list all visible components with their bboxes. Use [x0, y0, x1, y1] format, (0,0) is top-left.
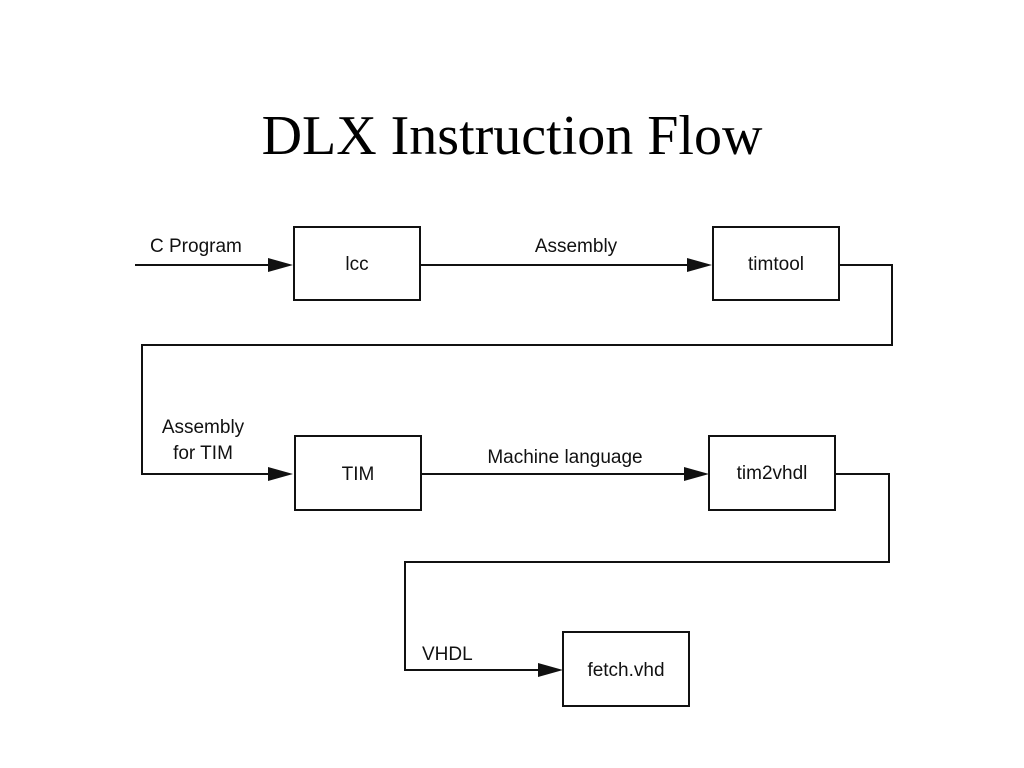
- assembly-label: Assembly: [535, 236, 618, 257]
- fetch-vhd-box: [562, 631, 690, 707]
- machine-language-label: Machine language: [487, 447, 642, 468]
- vhdl-arrowhead: [538, 663, 563, 677]
- tim2vhdl-box: [708, 435, 836, 511]
- slide-title: DLX Instruction Flow: [261, 105, 763, 167]
- tim-label: TIM: [342, 464, 375, 485]
- vhdl-label: VHDL: [422, 644, 473, 665]
- c-program-arrowhead: [268, 258, 293, 272]
- tim2vhdl-to-fetch-connector: [404, 473, 890, 671]
- assembly-for-tim-arrowhead: [268, 467, 293, 481]
- lcc-label: lcc: [345, 254, 368, 275]
- assembly-for-tim-label-line1: Assembly: [162, 417, 245, 438]
- timtool-box: [712, 226, 840, 301]
- fetch-vhd-label: fetch.vhd: [587, 660, 664, 681]
- machine-language-arrowhead: [684, 467, 709, 481]
- assembly-for-tim-label-line2: for TIM: [173, 443, 233, 464]
- assembly-arrowhead: [687, 258, 712, 272]
- lcc-box: [293, 226, 421, 301]
- tim2vhdl-label: tim2vhdl: [737, 463, 808, 484]
- timtool-to-tim-connector: [141, 264, 893, 475]
- timtool-label: timtool: [748, 254, 804, 275]
- c-program-label: C Program: [150, 236, 242, 257]
